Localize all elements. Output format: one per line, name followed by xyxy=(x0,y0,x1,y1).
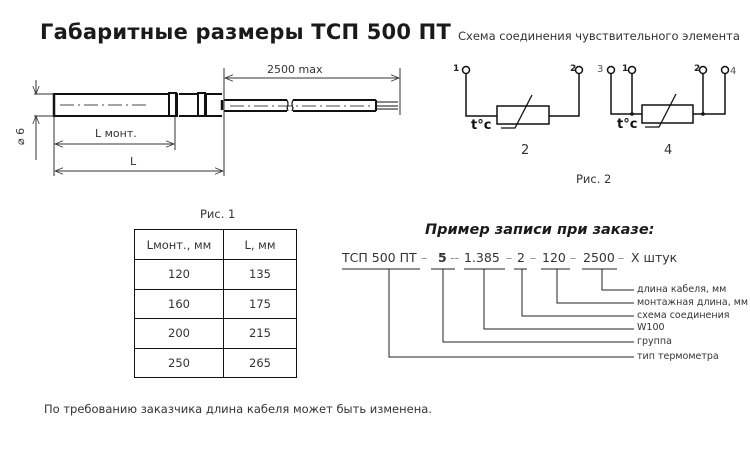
scheme2-number: 2 xyxy=(521,143,530,158)
order-part-cable-length: 2500 xyxy=(583,250,615,265)
table-row: 160 175 xyxy=(134,288,297,319)
legend-scheme: схема соединения xyxy=(637,310,730,321)
scheme2-terminal-2: 2 xyxy=(570,64,577,74)
mount-length-label: L монт. xyxy=(95,127,137,140)
legend-cable-length: длина кабеля, мм xyxy=(637,284,727,295)
order-separator: – xyxy=(530,250,537,265)
cell-total-length: 175 xyxy=(223,288,297,319)
dimensions-table: Lмонт., мм L, мм 120 135 160 175 200 215… xyxy=(134,229,297,378)
order-example-title: Пример записи при заказе: xyxy=(425,222,655,238)
header-total-length: L, мм xyxy=(223,229,297,260)
cable-length-note: По требованию заказчика длина кабеля мож… xyxy=(44,402,432,416)
legend-type: тип термометра xyxy=(637,351,719,362)
order-part-scheme: 2 xyxy=(517,250,525,265)
order-part-mount-length: 120 xyxy=(542,250,566,265)
scheme-2-diagram xyxy=(461,65,584,129)
order-separator: – xyxy=(506,250,513,265)
connection-scheme-title: Схема соединения чувствительного элемент… xyxy=(458,29,740,43)
scheme4-terminal-3: 3 xyxy=(597,64,604,75)
order-leader-lines xyxy=(342,268,634,358)
scheme-4-diagram xyxy=(606,65,730,128)
order-part-group: 5 xyxy=(438,250,447,265)
order-part-quantity: Х штук xyxy=(631,250,678,265)
order-separator: – xyxy=(421,250,428,265)
scheme4-terminal-2: 2 xyxy=(694,64,701,74)
scheme4-terminal-4: 4 xyxy=(730,66,737,77)
cell-mount-length: 120 xyxy=(134,259,224,290)
cell-mount-length: 250 xyxy=(134,347,224,378)
cell-mount-length: 200 xyxy=(134,318,224,349)
scheme4-number: 4 xyxy=(664,143,673,158)
cell-total-length: 135 xyxy=(223,259,297,290)
dimension-lines xyxy=(34,68,401,176)
scheme4-terminal-1: 1 xyxy=(622,64,629,74)
legend-w100: W100 xyxy=(637,322,665,333)
order-separator: -- xyxy=(450,250,460,265)
order-separator: – xyxy=(618,250,625,265)
order-part-type: ТСП 500 ПТ xyxy=(342,250,417,265)
figure-1-label: Рис. 1 xyxy=(200,207,236,221)
figure-2-label: Рис. 2 xyxy=(576,172,612,186)
table-row: 250 265 xyxy=(134,347,297,378)
table-row: 120 135 xyxy=(134,259,297,290)
legend-group: группа xyxy=(637,336,672,347)
cell-total-length: 265 xyxy=(223,347,297,378)
scheme4-temperature-label: t°c xyxy=(617,117,638,132)
scheme2-temperature-label: t°c xyxy=(471,118,492,133)
order-part-w100: 1.385 xyxy=(464,250,500,265)
order-separator: – xyxy=(570,250,577,265)
probe-body xyxy=(52,92,398,117)
diameter-label: ⌀ 6 xyxy=(14,127,27,145)
cable-length-label: 2500 max xyxy=(267,63,323,76)
total-length-label: L xyxy=(130,155,137,168)
table-row: 200 215 xyxy=(134,318,297,349)
table-header-row: Lмонт., мм L, мм xyxy=(134,229,297,260)
page-title: Габаритные размеры ТСП 500 ПТ xyxy=(40,20,451,44)
scheme2-terminal-1: 1 xyxy=(453,64,460,74)
header-mount-length: Lмонт., мм xyxy=(134,229,224,260)
legend-mount-length: монтажная длина, мм xyxy=(637,297,749,308)
cell-total-length: 215 xyxy=(223,318,297,349)
cell-mount-length: 160 xyxy=(134,288,224,319)
